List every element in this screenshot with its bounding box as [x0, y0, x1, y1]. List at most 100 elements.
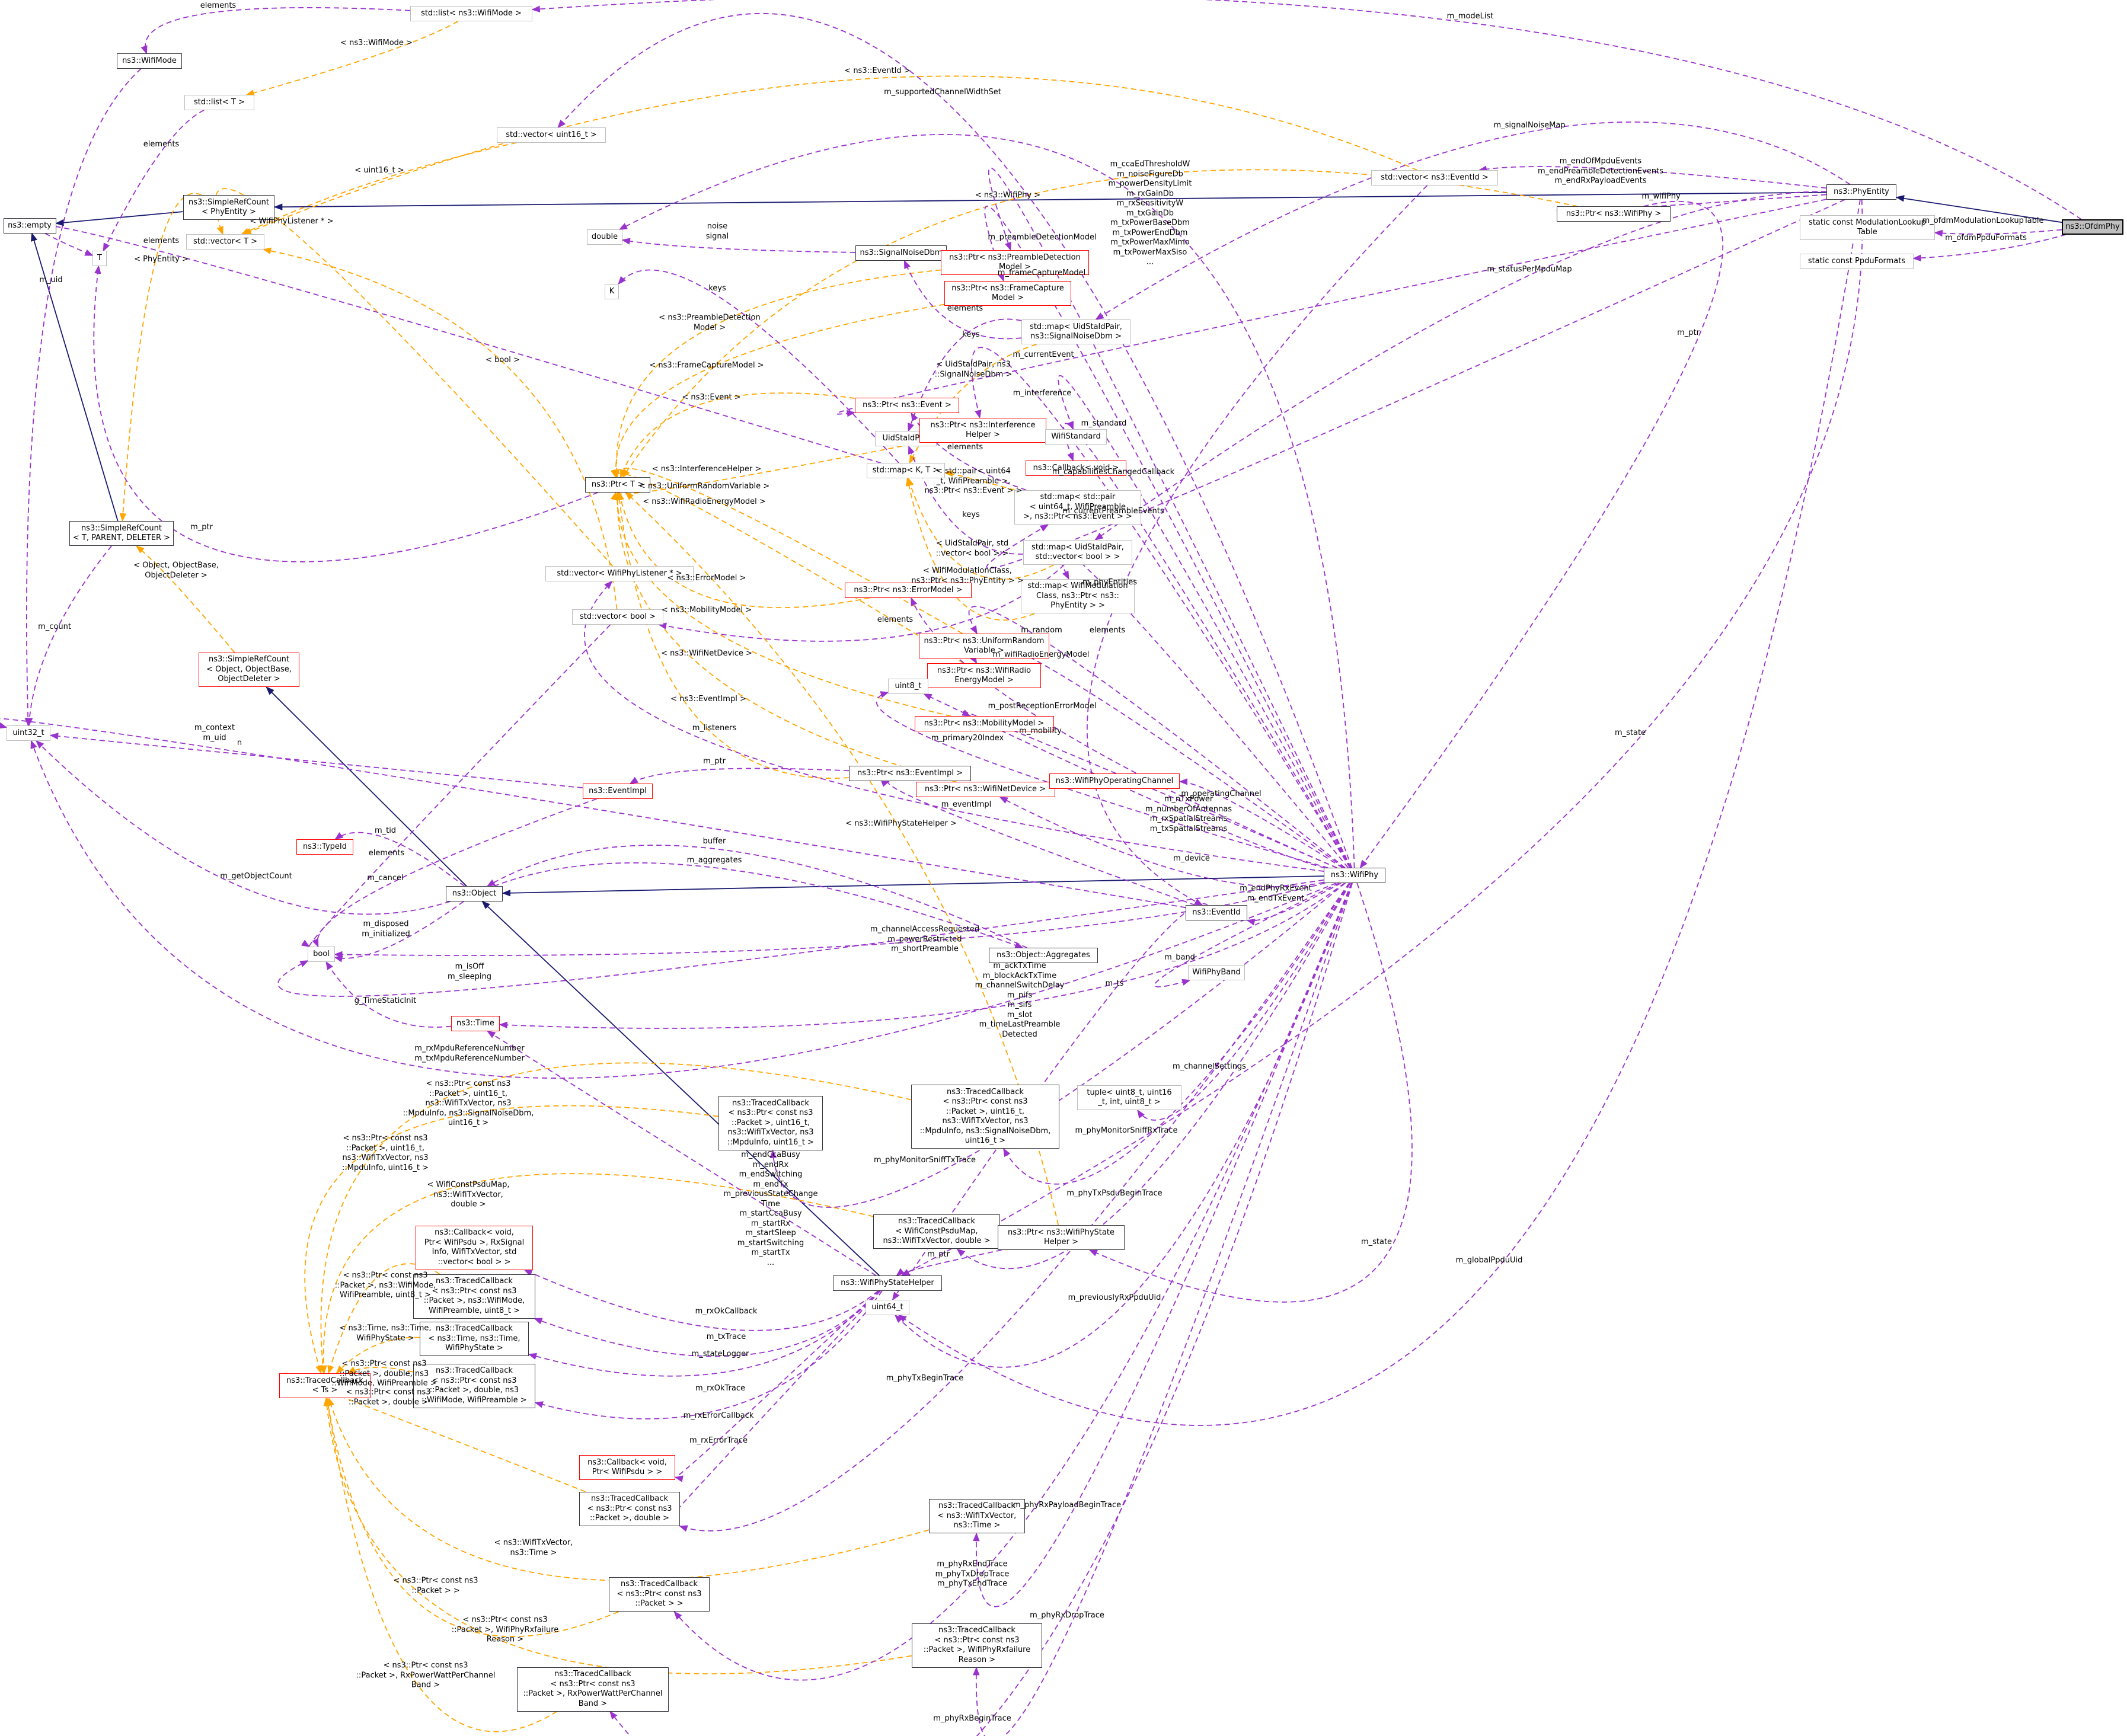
class-node-wifistandard[interactable]: WifiStandard — [1045, 429, 1107, 445]
edge-label-ptrEvent-ptrT: < ns3::Event > — [682, 392, 741, 402]
edge-label-wifiphy-ptrError: m_postReceptionErrorModel — [988, 701, 1097, 711]
edge-label-wifiphy-opchannel: m_operatingChannel — [1181, 789, 1261, 798]
class-node-eventimpl[interactable]: ns3::EventImpl — [582, 784, 653, 799]
edge-wifiphy-bh — [769, 883, 1346, 1208]
class-node-cbVoid[interactable]: ns3::Callback< void > — [1026, 461, 1126, 476]
class-node-bs[interactable]: ns3::TracedCallback < ns3::Ptr< const ns… — [516, 1667, 669, 1712]
class-node-mapUidBool[interactable]: std::map< UidStaIdPair, std::vector< boo… — [1023, 540, 1132, 565]
class-node-wifimode[interactable]: ns3::WifiMode — [116, 53, 183, 69]
class-node-time[interactable]: ns3::Time — [451, 1016, 500, 1031]
class-node-K[interactable]: K — [605, 284, 619, 299]
class-node-bo[interactable]: ns3::TracedCallback < ns3::Ptr< const ns… — [579, 1491, 680, 1527]
edge-label-wifiphy-bool: m_isOff m_sleeping — [448, 962, 491, 982]
edge-vecEventId-eventid — [1087, 185, 1428, 906]
class-node-bq[interactable]: ns3::TracedCallback < ns3::WifiTxVector,… — [929, 1498, 1025, 1534]
class-node-wifiphyband[interactable]: WifiPhyBand — [1187, 965, 1245, 980]
edge-ofdmphy-modlookup — [1934, 229, 2062, 237]
class-node-bj[interactable]: ns3::TracedCallback < ns3::Time, ns3::Ti… — [420, 1321, 529, 1357]
edge-label-phyentity-stateHelper: m_state — [1614, 728, 1646, 737]
edge-wifiphy-bool — [277, 879, 1324, 997]
edge-mapKT-K — [618, 269, 900, 463]
class-node-ptrInterference[interactable]: ns3::Ptr< ns3::Interference Helper > — [919, 418, 1046, 443]
class-node-listWifiMode[interactable]: std::list< ns3::WifiMode > — [410, 6, 532, 21]
class-node-modlookup[interactable]: static const ModulationLookup Table — [1800, 215, 1935, 240]
class-node-vecU16[interactable]: std::vector< uint16_t > — [497, 127, 606, 143]
edge-label-wifiphy-wifiphyband: m_band — [1164, 952, 1195, 962]
class-node-br[interactable]: ns3::TracedCallback < ns3::Ptr< const ns… — [911, 1623, 1043, 1668]
class-node-mapModClass[interactable]: std::map< WifiModulation Class, ns3::Ptr… — [1021, 578, 1135, 614]
class-node-mapKT[interactable]: std::map< K, T > — [866, 463, 946, 478]
class-node-bh[interactable]: ns3::TracedCallback < ns3::Ptr< const ns… — [718, 1096, 823, 1150]
class-node-ptrWifiRadio[interactable]: ns3::Ptr< ns3::WifiRadio EnergyModel > — [927, 663, 1041, 688]
class-node-ptrFrame[interactable]: ns3::Ptr< ns3::FrameCapture Model > — [944, 281, 1071, 306]
edge-label-br-tcTs: < ns3::Ptr< const ns3 ::Packet >, WifiPh… — [451, 1615, 559, 1644]
edge-label-mapPairEvent-ptrEvent: elements — [947, 442, 983, 452]
edge-label-wifiphy-uint8: m_nTxPower m_numberOfAntennas m_rxSpatia… — [1145, 795, 1232, 833]
class-node-uint8[interactable]: uint8_t — [888, 679, 928, 694]
class-node-uint32[interactable]: uint32_t — [6, 725, 51, 741]
edge-wifiphy-vecListener — [584, 580, 1324, 872]
edge-wifiphy-object — [502, 875, 1324, 897]
class-node-wifiphy[interactable]: ns3::WifiPhy — [1324, 868, 1385, 883]
class-node-double[interactable]: double — [587, 229, 622, 245]
class-node-be[interactable]: ns3::TracedCallback < WifiConstPsduMap, … — [873, 1214, 1000, 1249]
class-node-phyentity[interactable]: ns3::PhyEntity — [1826, 184, 1897, 200]
class-node-ptrPreamble[interactable]: ns3::Ptr< ns3::PreambleDetection Model > — [941, 250, 1089, 275]
edge-label-ptrStateHelper-ptrT: < ns3::WifiPhyStateHelper > — [845, 819, 957, 828]
class-node-ptrUniform[interactable]: ns3::Ptr< ns3::UniformRandom Variable > — [918, 634, 1050, 658]
class-node-typeid[interactable]: ns3::TypeId — [296, 839, 354, 855]
class-node-object[interactable]: ns3::Object — [445, 886, 503, 901]
class-node-bp[interactable]: ns3::TracedCallback < ns3::Ptr< const ns… — [609, 1577, 710, 1612]
edge-wifiphy-bo — [679, 883, 1350, 1532]
class-node-vecEventId[interactable]: std::vector< ns3::EventId > — [1371, 170, 1498, 186]
edge-object-refObj — [266, 686, 467, 887]
class-node-tcTs[interactable]: ns3::TracedCallback < Ts > — [279, 1373, 371, 1398]
edge-bq-tcTs — [327, 1397, 930, 1581]
class-node-uint64[interactable]: uint64_t — [865, 1300, 910, 1315]
edge-listWifiMode-listT — [245, 21, 459, 97]
class-node-refObj[interactable]: ns3::SimpleRefCount < Object, ObjectBase… — [199, 652, 299, 688]
edge-wifiphy-be — [956, 883, 1351, 1270]
edge-label-bo-tcTs: < ns3::Ptr< const ns3 ::Packet >, double… — [346, 1387, 431, 1407]
class-node-vecListener[interactable]: std::vector< WifiPhyListener * > — [545, 566, 694, 581]
class-node-bn[interactable]: ns3::Callback< void, Ptr< WifiPsdu > > — [579, 1455, 675, 1480]
class-node-empty[interactable]: ns3::empty — [3, 218, 56, 234]
class-node-opchannel[interactable]: ns3::WifiPhyOperatingChannel — [1049, 773, 1180, 789]
class-node-mapPairEvent[interactable]: std::map< std::pair < uint64_t, WifiPrea… — [1014, 490, 1141, 525]
class-node-ptrEventImpl[interactable]: ns3::Ptr< ns3::EventImpl > — [849, 766, 971, 781]
class-node-mapUidSignal[interactable]: std::map< UidStaIdPair, ns3::SignalNoise… — [1021, 319, 1130, 344]
class-node-ptrMobility[interactable]: ns3::Ptr< ns3::MobilityModel > — [914, 716, 1054, 731]
edge-label-mapModClass-mapKT: < WifiModulationClass, ns3::Ptr< ns3::Ph… — [911, 566, 1024, 586]
edge-phyentity-ptrEvent — [836, 199, 1827, 417]
class-node-aggregates[interactable]: ns3::Object::Aggregates — [989, 948, 1098, 963]
class-node-T[interactable]: T — [92, 251, 107, 266]
edge-label-phyentity-ptrEvent: m_currentEvent — [1013, 350, 1074, 359]
class-node-bl[interactable]: ns3::Callback< void, Ptr< WifiPsdu >, Rx… — [415, 1225, 534, 1270]
edge-wifiphy-eventid — [1246, 883, 1342, 926]
class-node-tuple[interactable]: tuple< uint8_t, uint16 _t, int, uint8_t … — [1077, 1085, 1182, 1110]
class-node-ptrStateHelper[interactable]: ns3::Ptr< ns3::WifiPhyState Helper > — [998, 1225, 1125, 1250]
class-node-vecT[interactable]: std::vector< T > — [186, 234, 265, 250]
edge-signalnoise-double — [621, 238, 855, 253]
class-node-signalnoise[interactable]: ns3::SignalNoiseDbm — [855, 245, 947, 261]
class-node-bi[interactable]: ns3::TracedCallback < ns3::Ptr< const ns… — [413, 1274, 535, 1319]
class-node-bg[interactable]: ns3::TracedCallback < ns3::Ptr< const ns… — [911, 1085, 1059, 1149]
class-node-ptrError[interactable]: ns3::Ptr< ns3::ErrorModel > — [845, 583, 972, 598]
class-node-ppduformats[interactable]: static const PpduFormats — [1800, 254, 1914, 269]
class-node-bool[interactable]: bool — [308, 947, 335, 962]
class-node-ptrNetDev[interactable]: ns3::Ptr< ns3::WifiNetDevice > — [915, 782, 1055, 797]
edge-label-listWifiMode-listT: < ns3::WifiMode > — [340, 38, 413, 47]
class-node-ptrWifiPhy[interactable]: ns3::Ptr< ns3::WifiPhy > — [1557, 206, 1671, 222]
class-node-bk[interactable]: ns3::TracedCallback < ns3::Ptr< const ns… — [413, 1363, 535, 1408]
class-node-srcPhy[interactable]: ns3::SimpleRefCount < PhyEntity > — [183, 195, 275, 220]
edge-label-refObj-refTPD: < Object, ObjectBase, ObjectDeleter > — [133, 561, 219, 580]
class-node-refTPD[interactable]: ns3::SimpleRefCount < T, PARENT, DELETER… — [69, 521, 174, 546]
class-node-ofdmphy[interactable]: ns3::OfdmPhy — [2062, 219, 2123, 235]
class-node-stateHelper[interactable]: ns3::WifiPhyStateHelper — [833, 1275, 942, 1291]
class-node-eventid[interactable]: ns3::EventId — [1186, 905, 1247, 920]
class-node-listT[interactable]: std::list< T > — [184, 95, 255, 110]
edge-vecEventId-vecT — [242, 75, 1418, 235]
class-node-ptrEvent[interactable]: ns3::Ptr< ns3::Event > — [854, 398, 960, 413]
class-node-ptrT[interactable]: ns3::Ptr< T > — [585, 477, 651, 493]
class-node-vecBool[interactable]: std::vector< bool > — [571, 609, 664, 625]
